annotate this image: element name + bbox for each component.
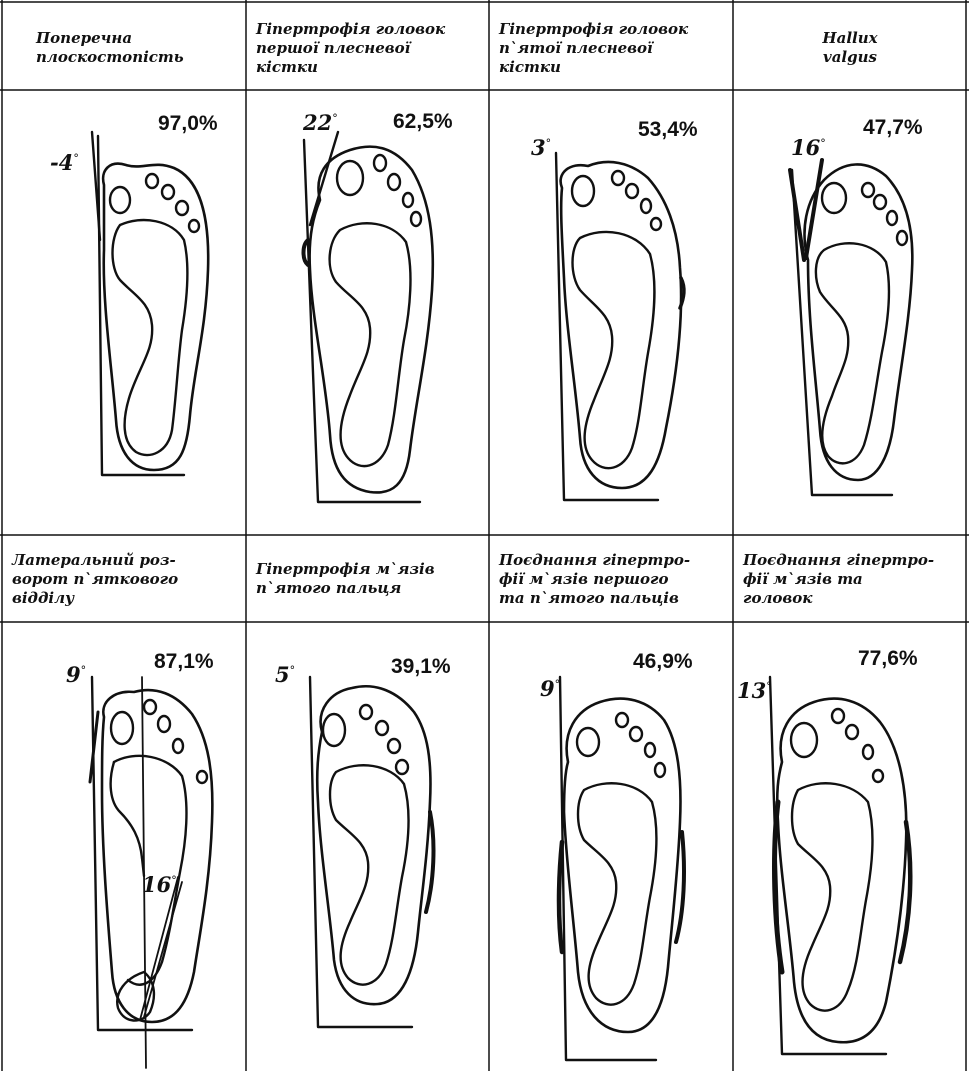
footprint-transverse-flatfoot <box>92 130 222 480</box>
cell-header-fifth-toe-muscle-hypertrophy: Гіпертрофія м`язів п`ятого пальця <box>248 537 488 621</box>
cell-header-first-fifth-toe-muscle-hypertrophy: Поєднання гіпертро- фії м`язів першого т… <box>491 537 731 621</box>
cell-header-transverse-flatfoot: Поперечна плоскостопість <box>28 8 243 88</box>
footprint-hallux-valgus <box>782 140 927 505</box>
cell-header-lateral-heel-turn: Латеральний роз- ворот п`яткового відділ… <box>4 537 244 621</box>
footprint-lateral-heel-turn <box>84 672 229 1072</box>
percent-hallux-valgus: 47,7% <box>863 116 923 140</box>
footprint-first-metatarsal-hypertrophy <box>300 130 445 510</box>
cell-header-muscles-and-heads-hypertrophy: Поєднання гіпертро- фії м`язів та голово… <box>735 537 967 621</box>
footprint-fifth-metatarsal-hypertrophy <box>548 148 693 508</box>
percent-first-fifth-toe-muscle-hypertrophy: 46,9% <box>633 650 693 674</box>
cell-header-first-metatarsal-hypertrophy: Гіпертрофія головок першої плесневої кіс… <box>248 8 488 88</box>
cell-header-fifth-metatarsal-hypertrophy: Гіпертрофія головок п`ятої плесневої кіс… <box>491 8 731 88</box>
cell-header-hallux-valgus: Hallux valgus <box>735 8 965 88</box>
percent-muscles-and-heads-hypertrophy: 77,6% <box>858 647 918 671</box>
footprint-fifth-toe-muscle-hypertrophy <box>302 672 447 1032</box>
percent-lateral-heel-turn: 87,1% <box>154 650 214 674</box>
percent-fifth-metatarsal-hypertrophy: 53,4% <box>638 118 698 142</box>
footprint-muscles-and-heads-hypertrophy <box>760 672 920 1062</box>
angle-fifth-toe-muscle-hypertrophy: 5° <box>275 662 295 687</box>
footprint-first-fifth-toe-muscle-hypertrophy <box>552 672 697 1067</box>
angle-transverse-flatfoot: -4° <box>50 150 79 175</box>
